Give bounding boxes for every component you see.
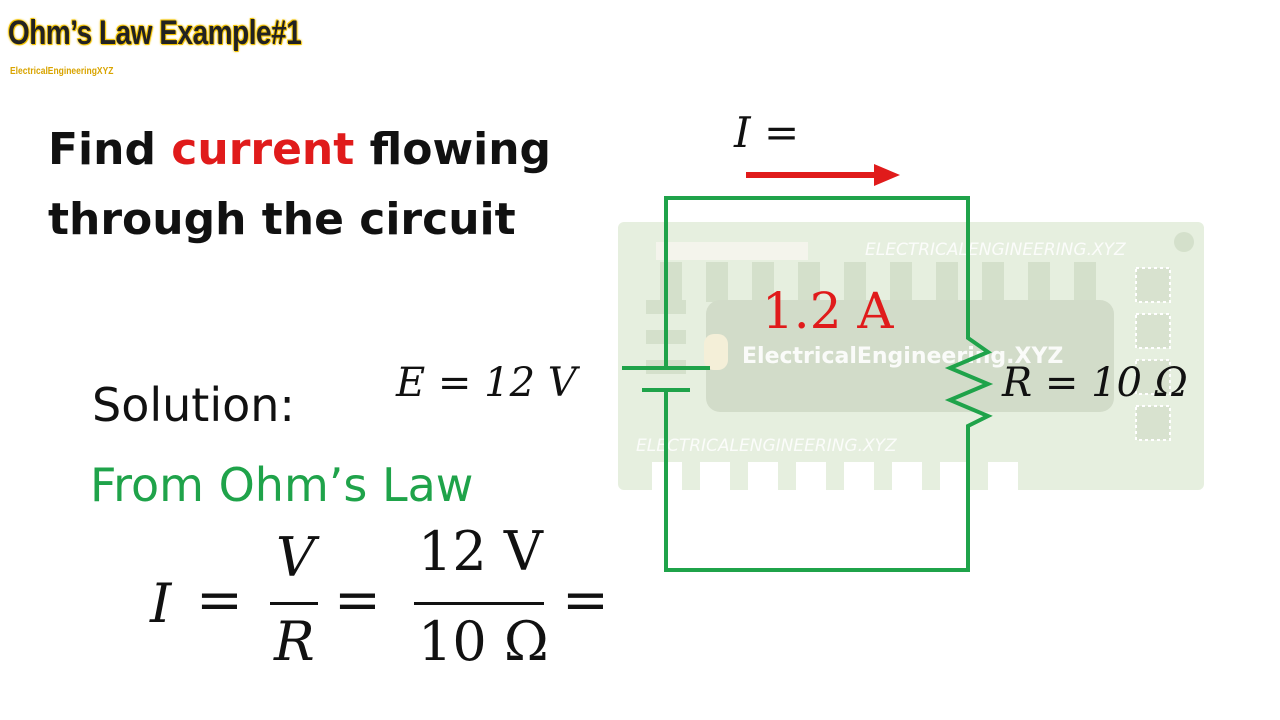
circuit-wires <box>664 196 970 572</box>
current-label: I = <box>734 108 800 157</box>
fraction2-numerator: 12 V <box>418 520 543 583</box>
header-subtitle: ElectricalEngineeringXYZ <box>10 66 114 77</box>
board-chip <box>706 300 1114 412</box>
source-label: E = 12 V <box>396 360 577 406</box>
formula-equals-3: = <box>562 568 609 633</box>
wire-left-top <box>664 196 970 370</box>
board-pads-right <box>1135 267 1171 441</box>
question-line-1: Find current flowing <box>48 124 551 175</box>
formula-lhs: I <box>150 572 172 635</box>
formula-equals-1: = <box>196 568 243 633</box>
board-bar <box>656 242 808 260</box>
watermark-text-bottom: ELECTRICALENGINEERING.XYZ <box>636 436 897 456</box>
question-text-a: Find <box>48 124 172 175</box>
fraction1-numerator: V <box>276 526 315 589</box>
fraction1-bar <box>270 602 318 605</box>
board-pins-top <box>660 262 1096 302</box>
board-notch <box>704 334 728 370</box>
board-hole <box>1174 232 1194 252</box>
wire-right-bottom <box>664 388 970 572</box>
question-highlight: current <box>171 124 355 175</box>
fraction2-denominator: 10 Ω <box>418 610 549 673</box>
watermark-brand: ElectricalEngineering.XYZ <box>742 344 1064 369</box>
battery-symbol <box>622 366 710 392</box>
question-line-2: through the circuit <box>48 194 516 245</box>
method-text: From Ohm’s Law <box>90 458 474 512</box>
current-result: 1.2 A <box>762 282 894 340</box>
formula-equals-2: = <box>334 568 381 633</box>
resistor-symbol <box>944 328 994 432</box>
fraction2-bar <box>414 602 544 605</box>
resistor-label: R = 10 Ω <box>1002 360 1188 406</box>
fraction1-denominator: R <box>274 610 315 673</box>
header-title: Ohm’s Law Example#1 <box>8 14 302 52</box>
current-arrow <box>746 164 900 186</box>
watermark-text-top: ELECTRICALENGINEERING.XYZ <box>865 240 1126 260</box>
question-text-b: flowing <box>354 124 552 175</box>
solution-heading: Solution: <box>92 378 295 432</box>
